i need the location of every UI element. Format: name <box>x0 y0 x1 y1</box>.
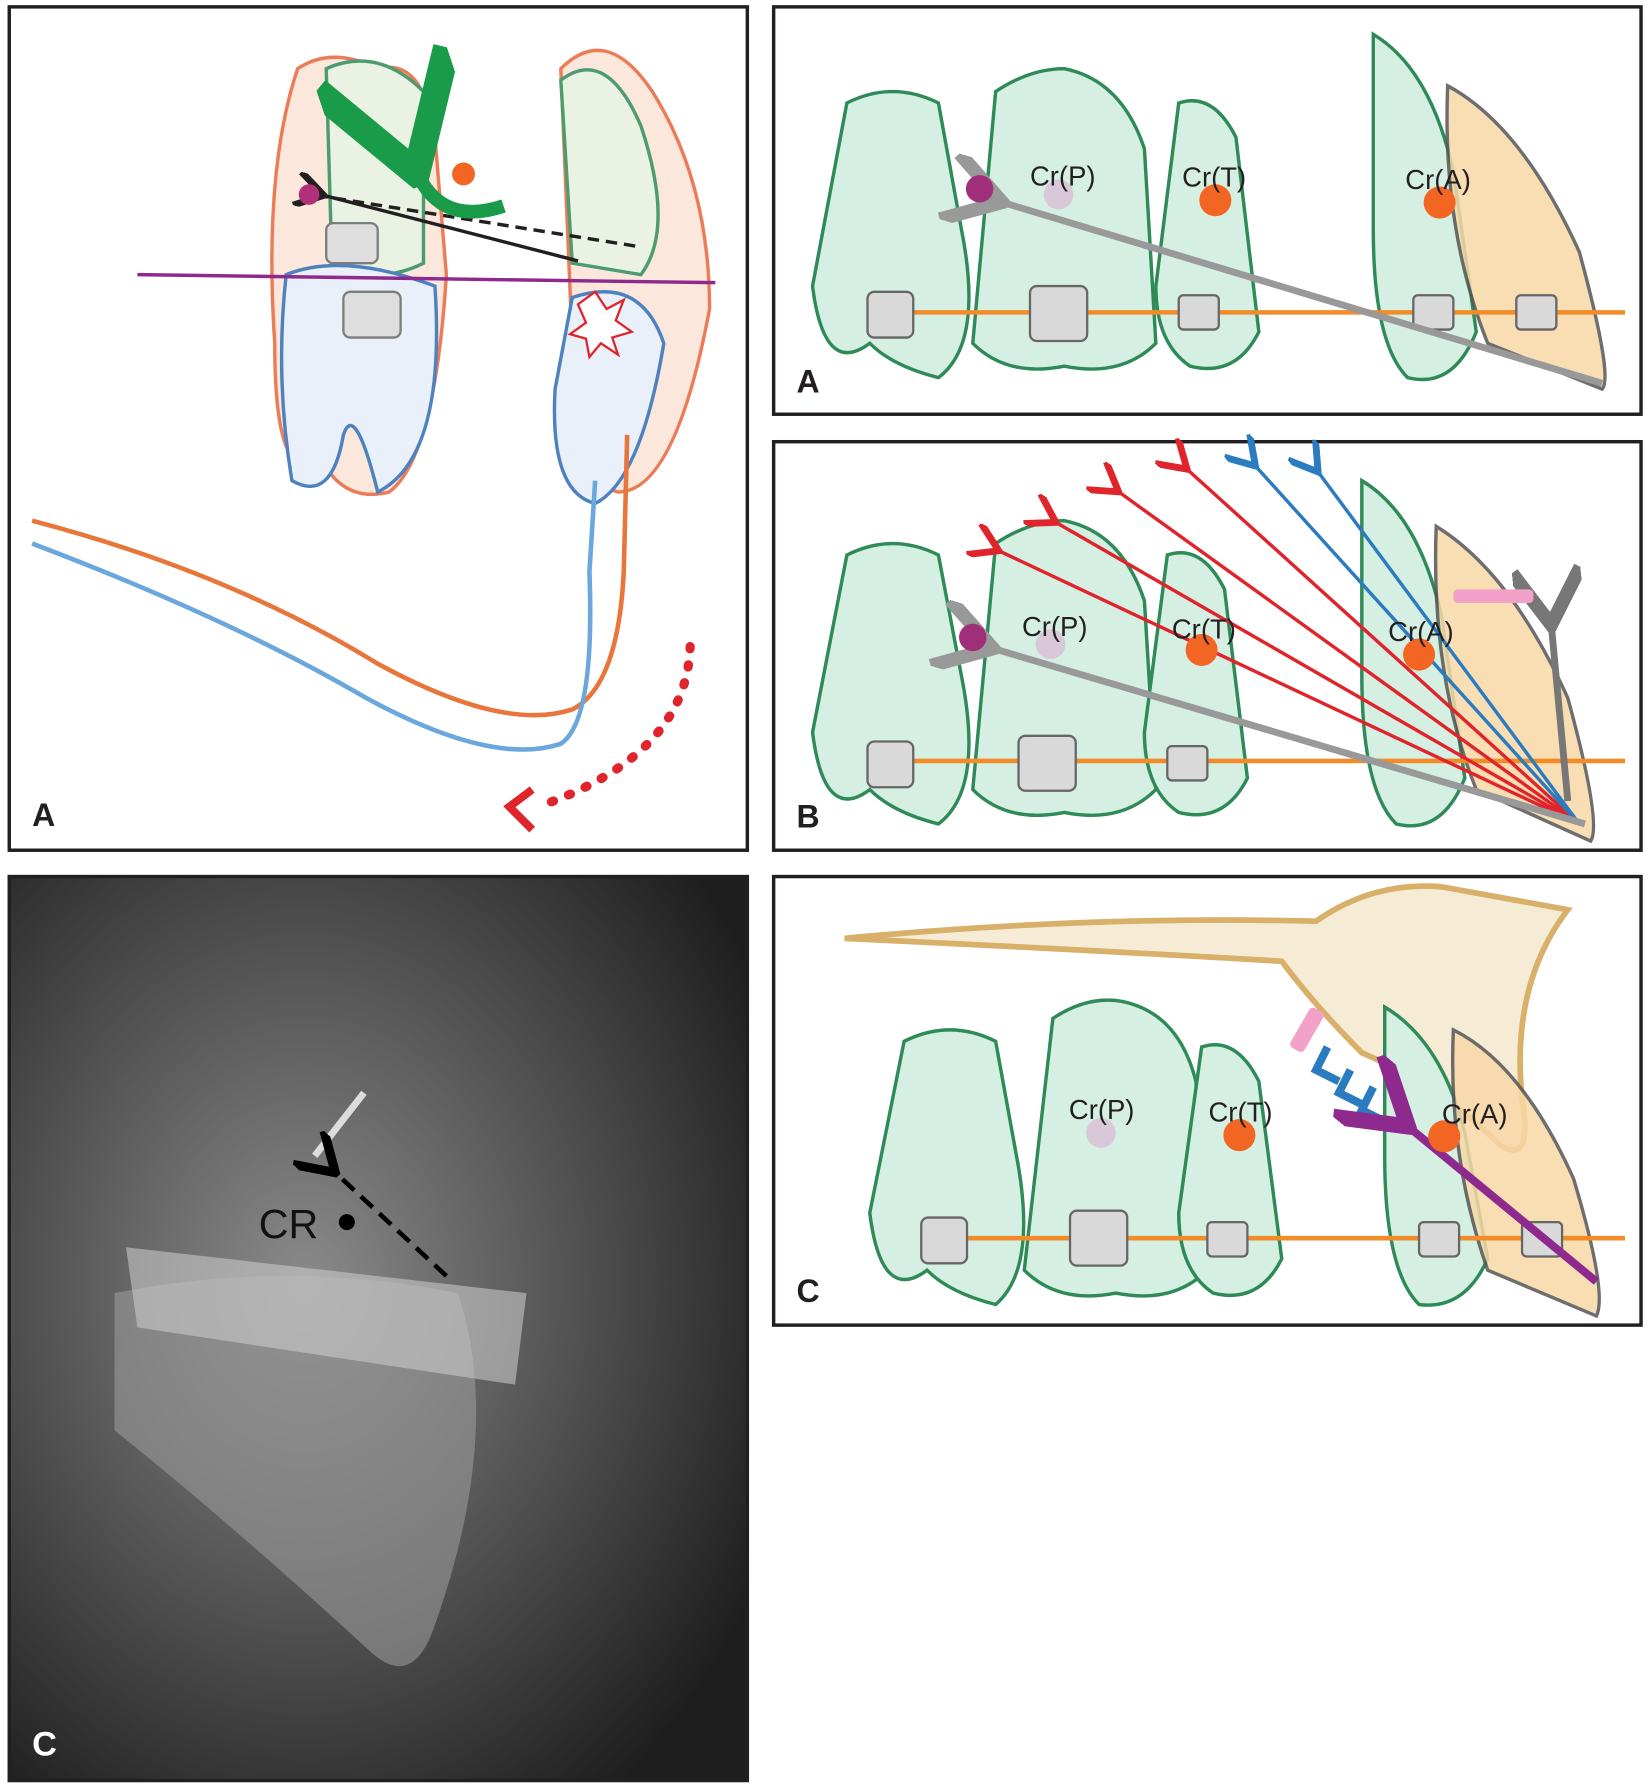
center-of-resistance-dot <box>338 1214 355 1231</box>
miniscrew-icon <box>965 175 994 203</box>
miniscrew-icon <box>1290 1007 1324 1053</box>
panel-label: A <box>797 364 820 400</box>
center-pale <box>1043 179 1074 210</box>
center-pale <box>1035 629 1066 660</box>
center-dot <box>1223 1119 1256 1152</box>
center-label: Cr(T) <box>1208 1096 1272 1127</box>
center-dot <box>1199 184 1232 217</box>
force-direction-dashed <box>332 1169 448 1278</box>
miniscrew-icon <box>298 184 320 205</box>
force-vector <box>996 200 1604 387</box>
mandible-shadow <box>114 1275 477 1667</box>
center-dot <box>452 162 475 186</box>
right-panel-c: Cr(P) Cr(T) Cr(A) C <box>771 874 1643 1327</box>
force-line-dashed <box>325 195 636 248</box>
right-panel-a: Cr(P) Cr(T) Cr(A) A <box>771 5 1643 416</box>
center-dot <box>1185 633 1218 666</box>
cr-label: CR <box>259 1201 319 1247</box>
panel-label: A <box>32 797 55 833</box>
center-label: Cr(P) <box>1069 1094 1135 1125</box>
soft-tissue-blue <box>31 480 598 752</box>
brackets-shadow <box>125 1247 527 1385</box>
center-label: Cr(A) <box>1388 616 1454 647</box>
miniscrew-icon <box>959 623 987 652</box>
center-dot <box>1428 1120 1461 1153</box>
collision-icon <box>567 290 635 360</box>
force-vector <box>986 647 1586 828</box>
center-label: Cr(P) <box>1030 160 1096 191</box>
panel-label: C <box>797 1273 820 1309</box>
center-pale <box>1086 1117 1116 1148</box>
force-vector-vertical <box>1551 618 1568 802</box>
miniscrew-icon <box>1453 589 1534 604</box>
force-line-solid <box>321 195 579 263</box>
center-label: Cr(A) <box>1442 1099 1508 1130</box>
center-label: Cr(P) <box>1022 611 1088 642</box>
rotation-arrow-icon <box>412 160 506 219</box>
mandible-rotation-arrow <box>533 641 695 812</box>
center-dot <box>1403 638 1436 671</box>
rotation-arrowhead-icon <box>503 786 536 833</box>
center-label: Cr(T) <box>1182 162 1246 193</box>
soft-tissue-orange <box>31 434 630 718</box>
left-panel-c-radiograph: CR C <box>7 874 750 1783</box>
occlusal-plane <box>137 272 716 285</box>
center-dot <box>1423 186 1456 219</box>
center-label: Cr(A) <box>1405 164 1471 195</box>
left-panel-a: A <box>7 5 750 852</box>
center-label: Cr(T) <box>1172 614 1236 645</box>
panel-label: B <box>797 798 820 834</box>
panel-label: C <box>32 1725 57 1763</box>
force-vectors-red <box>996 467 1581 826</box>
right-panel-b: Cr(P) Cr(T) Cr(A) B <box>771 442 1643 852</box>
